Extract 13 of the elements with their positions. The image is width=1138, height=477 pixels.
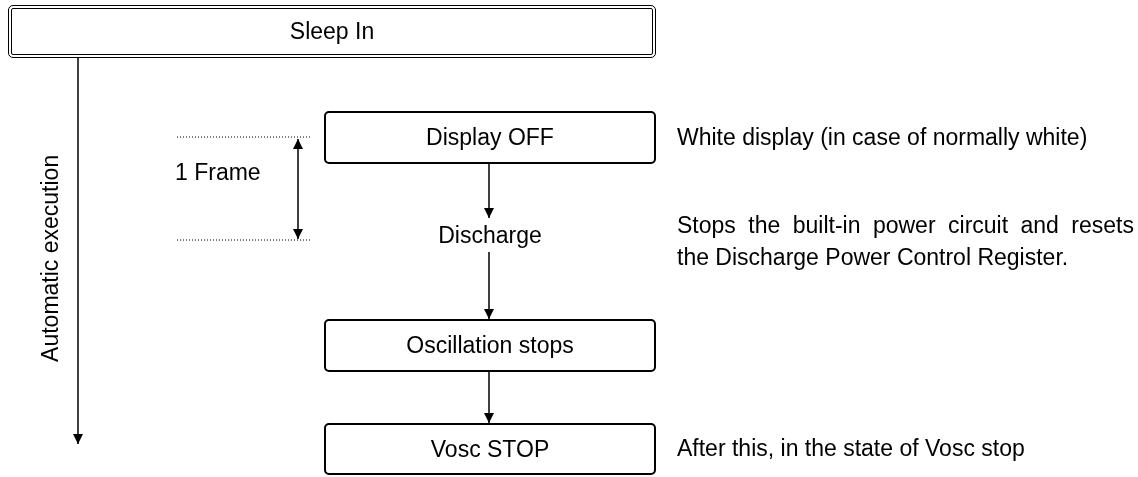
process-box: Display OFF (324, 111, 656, 164)
note-text: After this, in the state of Vosc stop (677, 434, 1026, 463)
process-box: Vosc STOP (324, 423, 656, 475)
process-box: Oscillation stops (324, 319, 656, 372)
note-text: White display (in case of normally white) (677, 123, 1089, 152)
arrow (484, 163, 494, 219)
arrow (484, 251, 494, 320)
step-label: Discharge (324, 218, 656, 252)
arrow (484, 371, 494, 424)
title-box: Sleep In (8, 5, 656, 58)
note-text: Stops the built-in power circuit and resets the Discharge Power Control Register. (677, 211, 1134, 272)
dimension-label: 1 Frame (175, 158, 261, 187)
arrow (73, 57, 83, 445)
